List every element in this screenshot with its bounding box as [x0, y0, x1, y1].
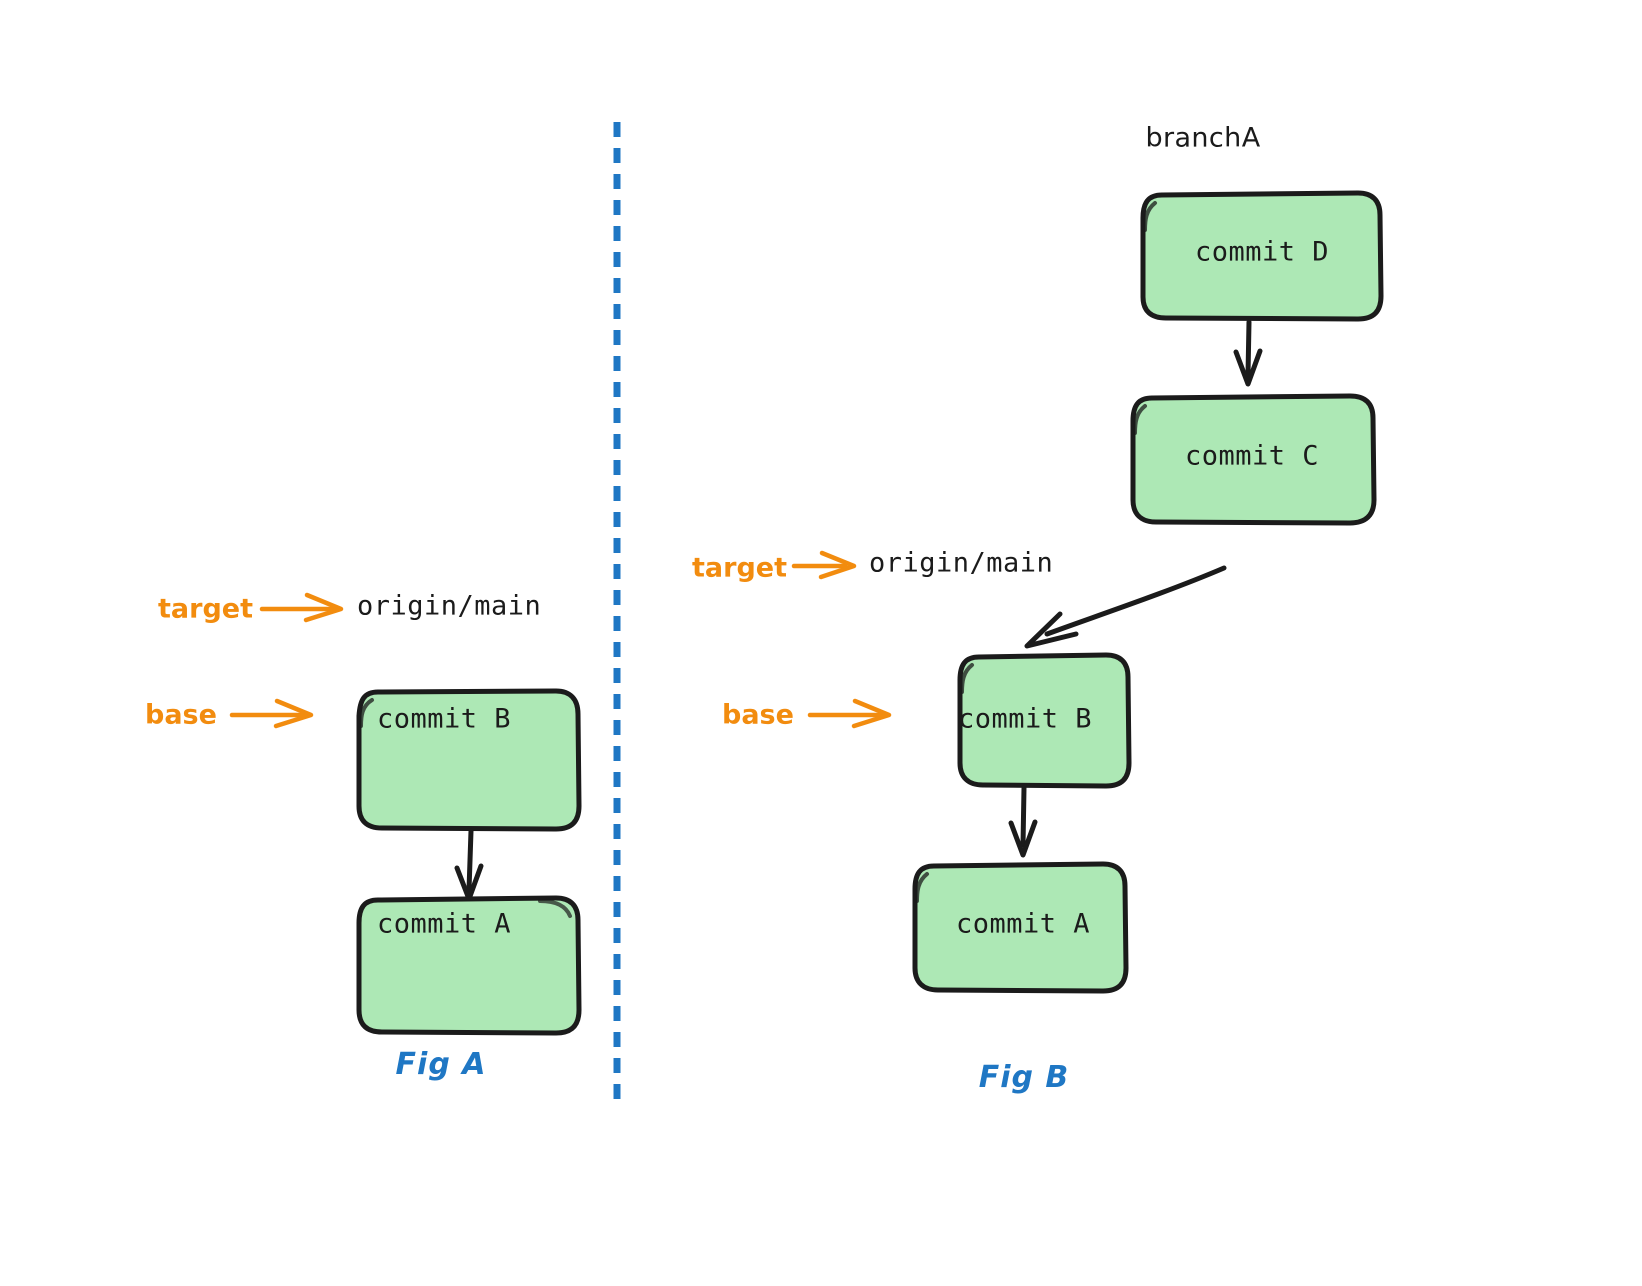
annotation-label-target-figa: target — [158, 593, 253, 625]
edge-arrow-c-to-b-curved-figb — [1024, 565, 1227, 649]
annotation-arrow-base-figb — [807, 698, 892, 729]
edge-arrow-b-to-a-figb — [1008, 785, 1038, 858]
edge-arrow-b-to-a-figa — [454, 828, 484, 902]
figure-caption-a: Fig A — [395, 1047, 487, 1082]
annotation-arrow-base-figa — [229, 698, 314, 729]
commit-label-d-figb: commit D — [1194, 236, 1330, 268]
commit-label-b-figa: commit B — [376, 703, 512, 735]
ref-label-origin-main-figb: origin/main — [869, 547, 1054, 579]
commit-box-a-figa — [356, 895, 582, 1036]
annotation-label-base-figb: base — [722, 699, 794, 731]
commit-box-b-figb — [957, 652, 1132, 789]
commit-label-b-figb: commit B — [957, 703, 1093, 735]
commit-label-c-figb: commit C — [1184, 440, 1320, 472]
commit-label-a-figa: commit A — [376, 908, 512, 940]
annotation-arrow-target-figa — [259, 592, 344, 623]
ref-label-origin-main-figa: origin/main — [357, 590, 542, 622]
commit-box-d-figb — [1140, 190, 1384, 322]
annotation-arrow-target-figb — [791, 550, 857, 580]
commit-box-a-figb — [912, 861, 1129, 994]
edge-arrow-d-to-c-figb — [1233, 319, 1263, 387]
figure-caption-b: Fig B — [978, 1060, 1070, 1095]
commit-box-c-figb — [1130, 393, 1377, 526]
ref-label-brancha-figb: branchA — [1145, 122, 1261, 154]
commit-label-a-figb: commit A — [955, 908, 1091, 940]
annotation-label-target-figb: target — [692, 552, 787, 584]
annotation-label-base-figa: base — [145, 699, 217, 731]
commit-box-b-figa — [356, 688, 582, 832]
